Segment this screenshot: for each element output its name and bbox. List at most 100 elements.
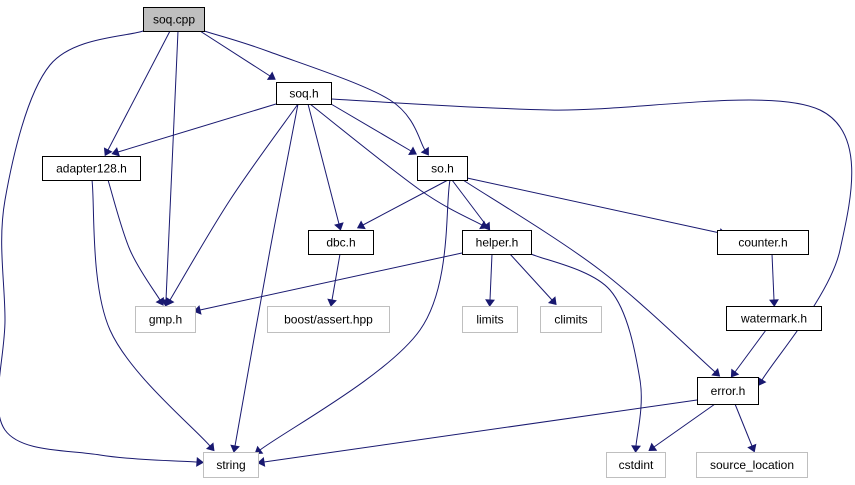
node-dbc-h[interactable]: dbc.h bbox=[308, 230, 374, 255]
edge-line bbox=[203, 30, 426, 151]
arrowhead bbox=[481, 221, 491, 231]
edge-line bbox=[107, 30, 171, 151]
node-box[interactable] bbox=[726, 306, 822, 331]
node-box bbox=[696, 452, 808, 478]
edge-line bbox=[653, 403, 716, 448]
edge-line bbox=[466, 177, 721, 234]
arrowhead bbox=[205, 442, 215, 452]
node-label: climits bbox=[554, 313, 587, 327]
edge-line bbox=[451, 179, 487, 226]
node-counter-h[interactable]: counter.h bbox=[717, 230, 809, 255]
edge-line bbox=[530, 253, 642, 447]
edge-line bbox=[509, 253, 553, 301]
node-label: watermark.h bbox=[740, 312, 807, 326]
node-box[interactable] bbox=[697, 377, 759, 405]
node-box[interactable] bbox=[143, 7, 205, 32]
arrowhead bbox=[356, 220, 366, 230]
node-label: gmp.h bbox=[149, 313, 182, 327]
arrowhead bbox=[758, 376, 767, 386]
edge-soq-cpp-to-string bbox=[0, 30, 204, 467]
node-label: soq.h bbox=[289, 87, 318, 101]
node-box[interactable] bbox=[276, 82, 332, 105]
node-soq-cpp[interactable]: soq.cpp bbox=[143, 7, 205, 32]
edge-line bbox=[330, 103, 412, 152]
edge-line bbox=[165, 30, 179, 301]
edge-line bbox=[462, 179, 716, 373]
edge-soq-h-to-string bbox=[230, 103, 299, 453]
edge-soq-h-to-dbc-h bbox=[307, 103, 344, 231]
edge-dbc-h-to-boost-assert-hpp bbox=[327, 253, 341, 307]
node-cstdint: cstdint bbox=[606, 452, 666, 478]
node-box bbox=[267, 306, 390, 333]
edge-so-h-to-error-h bbox=[462, 179, 721, 377]
edge-line bbox=[117, 103, 277, 153]
arrowhead bbox=[747, 443, 757, 453]
edge-soq-h-to-adapter128-h bbox=[111, 103, 277, 157]
arrowhead bbox=[266, 71, 276, 80]
arrowhead bbox=[257, 456, 266, 467]
node-label: limits bbox=[476, 313, 503, 327]
edge-soq-cpp-to-so-h bbox=[203, 30, 429, 156]
arrowhead bbox=[631, 445, 641, 453]
node-error-h[interactable]: error.h bbox=[697, 377, 759, 405]
node-label: helper.h bbox=[476, 236, 519, 250]
edge-line bbox=[734, 403, 753, 447]
edge-soq-cpp-to-adapter128-h bbox=[103, 30, 171, 157]
edge-error-h-to-cstdint bbox=[648, 403, 716, 452]
arrowhead bbox=[730, 368, 740, 378]
node-gmp-h: gmp.h bbox=[135, 306, 196, 333]
node-label: so.h bbox=[431, 162, 454, 176]
node-label: string bbox=[216, 458, 245, 472]
edge-line bbox=[771, 253, 775, 301]
node-watermark-h[interactable]: watermark.h bbox=[726, 306, 822, 331]
arrowhead bbox=[408, 146, 417, 155]
node-box[interactable] bbox=[308, 230, 374, 255]
node-box[interactable] bbox=[717, 230, 809, 255]
edge-line bbox=[734, 329, 767, 373]
node-box[interactable] bbox=[462, 230, 532, 255]
node-label: boost/assert.hpp bbox=[284, 313, 373, 327]
arrowhead bbox=[193, 305, 202, 315]
edge-line bbox=[199, 30, 271, 77]
node-box bbox=[606, 452, 666, 478]
edge-line bbox=[259, 179, 451, 451]
node-soq-h[interactable]: soq.h bbox=[276, 82, 332, 105]
arrowhead bbox=[711, 367, 721, 377]
edge-line bbox=[0, 30, 198, 463]
edge-error-h-to-source-location bbox=[734, 403, 757, 453]
edge-line bbox=[309, 103, 483, 226]
edge-watermark-h-to-error-h bbox=[730, 329, 767, 378]
node-label: error.h bbox=[711, 384, 746, 398]
node-helper-h[interactable]: helper.h bbox=[462, 230, 532, 255]
edge-so-h-to-helper-h bbox=[451, 179, 491, 231]
node-box[interactable] bbox=[417, 156, 468, 181]
node-label: adapter128.h bbox=[56, 162, 127, 176]
node-climits: climits bbox=[540, 306, 602, 333]
edge-helper-h-to-limits bbox=[485, 253, 495, 307]
edge-line bbox=[263, 399, 698, 463]
arrowhead bbox=[166, 296, 175, 306]
edge-line bbox=[107, 179, 161, 301]
edge-soq-cpp-to-soq-h bbox=[199, 30, 276, 80]
node-limits: limits bbox=[462, 306, 518, 333]
node-label: counter.h bbox=[738, 236, 787, 250]
edge-soq-h-to-gmp-h bbox=[166, 103, 299, 306]
node-so-h[interactable]: so.h bbox=[417, 156, 468, 181]
edge-helper-h-to-climits bbox=[509, 253, 557, 306]
node-box bbox=[135, 306, 196, 333]
edge-line bbox=[331, 253, 341, 301]
arrowhead bbox=[547, 296, 557, 306]
node-string: string bbox=[203, 452, 259, 478]
node-box bbox=[203, 452, 259, 478]
edge-soq-h-to-so-h bbox=[330, 103, 417, 155]
arrowhead bbox=[111, 147, 120, 157]
edge-line bbox=[489, 253, 493, 301]
node-box[interactable] bbox=[42, 156, 141, 181]
edge-adapter128-h-to-gmp-h bbox=[107, 179, 164, 306]
arrowhead bbox=[485, 299, 495, 307]
edge-line bbox=[362, 179, 449, 226]
edge-helper-h-to-cstdint bbox=[530, 253, 642, 453]
arrowhead bbox=[327, 298, 337, 307]
node-adapter128-h[interactable]: adapter128.h bbox=[42, 156, 141, 181]
node-source-location: source_location bbox=[696, 452, 808, 478]
